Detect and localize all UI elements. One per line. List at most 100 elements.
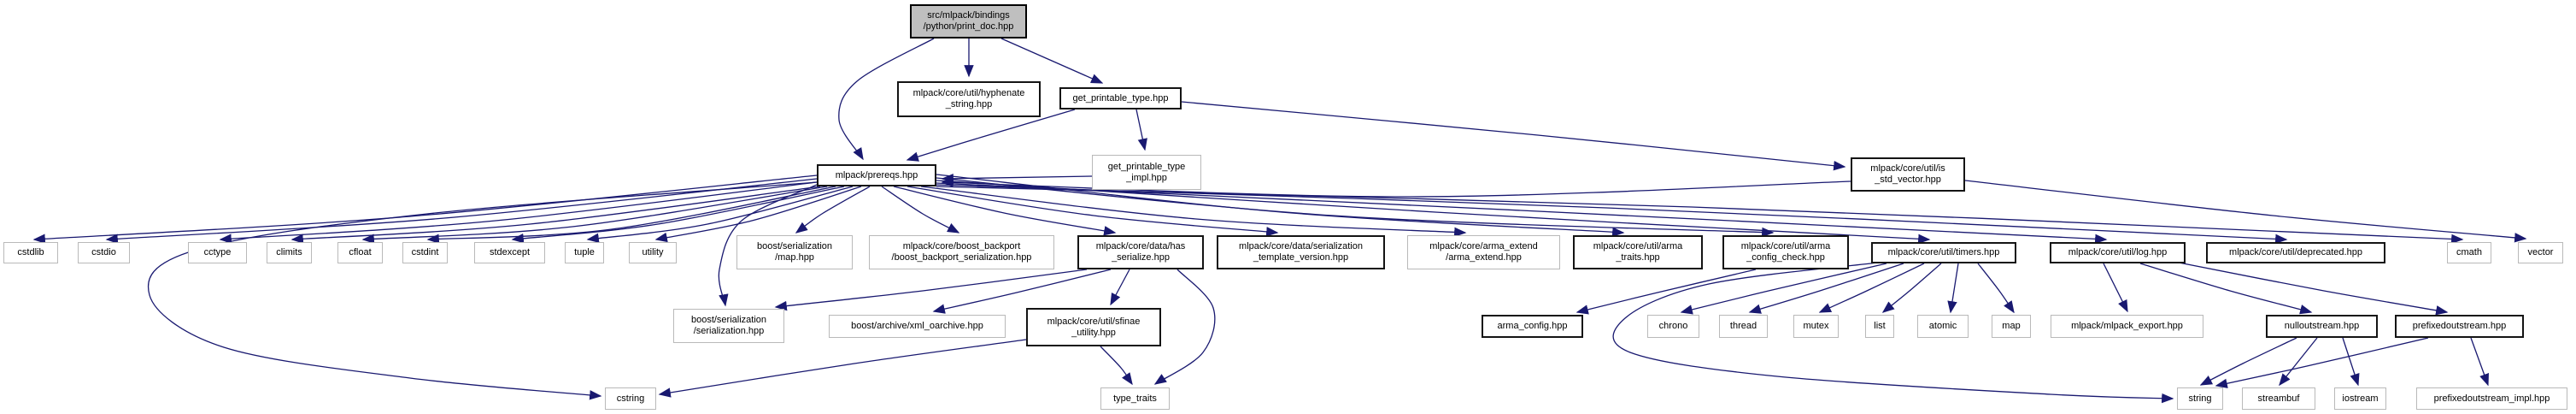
node-label: mlpack/core/util/hyphenate	[912, 88, 1025, 98]
node-label: /boost_backport_serialization.hpp	[891, 252, 1032, 263]
node-label: vector	[2527, 247, 2554, 257]
node-cstdio: cstdio	[78, 242, 130, 263]
node-label: mlpack/core/util/is	[1870, 163, 1945, 174]
node-aconf[interactable]: arma_config.hpp	[1482, 315, 1583, 338]
node-label: /arma_extend.hpp	[1446, 252, 1522, 263]
edge-isv-to-pre	[941, 177, 1851, 198]
node-stv[interactable]: mlpack/core/data/serialization_template_…	[1217, 235, 1385, 269]
node-label: chrono	[1658, 321, 1688, 331]
edge-gpt-to-isv	[1181, 101, 1846, 171]
node-label: mlpack/core/util/arma	[1593, 241, 1683, 251]
edge-root-to-gpt	[1000, 38, 1104, 84]
node-label: boost/serialization	[756, 241, 833, 251]
node-label: _string.hpp	[945, 99, 993, 109]
node-label: string	[2188, 393, 2212, 404]
edge-pre-to-stdexcept	[511, 186, 845, 244]
node-label: mlpack/core/util/arma	[1740, 241, 1831, 251]
node-bsmap: boost/serialization/map.hpp	[736, 235, 853, 269]
node-label: mlpack/core/data/has	[1095, 241, 1186, 251]
node-acc[interactable]: mlpack/core/util/arma_config_check.hpp	[1722, 235, 1849, 269]
edge-acc-to-aconf	[1576, 269, 1757, 315]
node-label: _std_vector.hpp	[1875, 174, 1941, 185]
node-gpti: get_printable_type_impl.hpp	[1092, 155, 1201, 190]
edge-pre-to-backport	[881, 186, 960, 234]
node-label: prefixedoutstream_impl.hpp	[2433, 393, 2550, 404]
node-label: /python/print_doc.hpp	[923, 21, 1014, 32]
edge-timers-to-mutex	[1818, 263, 1925, 313]
node-label: get_printable_type.hpp	[1072, 92, 1169, 104]
node-label: mlpack/core/util/sfinae	[1047, 316, 1141, 327]
node-root: src/mlpack/bindings/python/print_doc.hpp	[910, 4, 1027, 38]
node-utility: utility	[629, 242, 677, 263]
edge-pre-to-climits	[290, 186, 821, 244]
node-mutex: mutex	[1793, 315, 1839, 338]
edge-pre-to-cfloat	[361, 186, 828, 244]
node-map: map	[1992, 315, 2031, 338]
node-sfinae[interactable]: mlpack/core/util/sfinae_utility.hpp	[1026, 308, 1161, 346]
node-label: mlpack/core/util/timers.hpp	[1887, 247, 2000, 257]
node-depr[interactable]: mlpack/core/util/deprecated.hpp	[2206, 242, 2385, 263]
node-label: mlpack/core/arma_extend	[1429, 241, 1538, 251]
node-gpt[interactable]: get_printable_type.hpp	[1059, 87, 1182, 109]
node-label: iostream	[2342, 393, 2379, 404]
node-aext: mlpack/core/arma_extend/arma_extend.hpp	[1407, 235, 1560, 269]
node-label: _traits.hpp	[1616, 252, 1660, 263]
node-label: tuple	[574, 247, 595, 257]
node-stdexcept: stdexcept	[474, 242, 545, 263]
node-string: string	[2177, 387, 2223, 410]
node-atomic: atomic	[1917, 315, 1969, 338]
node-climits: climits	[267, 242, 312, 263]
node-mexp: mlpack/mlpack_export.hpp	[2051, 315, 2203, 338]
node-label: cstdio	[91, 247, 116, 257]
edge-pre-to-aext	[920, 186, 1467, 238]
node-label: get_printable_type	[1107, 161, 1186, 172]
node-label: nulloutstream.hpp	[2284, 321, 2360, 331]
node-label: mutex	[1803, 321, 1829, 331]
edge-hser-to-xmlo	[932, 269, 1112, 314]
node-hy[interactable]: mlpack/core/util/hyphenate_string.hpp	[897, 81, 1041, 117]
node-label: atomic	[1928, 321, 1957, 331]
node-label: type_traits	[1113, 393, 1157, 404]
edge-log-to-nullo	[2139, 263, 2313, 315]
node-label: mlpack/prereqs.hpp	[835, 169, 918, 180]
node-nullo[interactable]: nulloutstream.hpp	[2266, 315, 2378, 338]
node-label: cstdint	[411, 247, 439, 257]
node-prefo[interactable]: prefixedoutstream.hpp	[2395, 315, 2524, 338]
node-iost: iostream	[2334, 387, 2386, 410]
edge-gpt-to-gpti	[1135, 109, 1147, 151]
node-pre[interactable]: mlpack/prereqs.hpp	[817, 164, 936, 186]
node-label: cmath	[2456, 247, 2482, 257]
node-timers[interactable]: mlpack/core/util/timers.hpp	[1871, 242, 2016, 263]
edge-sfinae-to-cstring	[658, 339, 1027, 398]
node-label: boost/archive/xml_oarchive.hpp	[851, 321, 983, 331]
node-chrono: chrono	[1647, 315, 1699, 338]
node-log[interactable]: mlpack/core/util/log.hpp	[2050, 242, 2186, 263]
node-label: arma_config.hpp	[1497, 321, 1568, 331]
node-cfloat: cfloat	[337, 242, 383, 263]
edge-pre-to-stv	[907, 186, 1279, 237]
node-label: utility	[642, 247, 664, 257]
node-label: climits	[276, 247, 302, 257]
node-hser[interactable]: mlpack/core/data/has_serialize.hpp	[1077, 235, 1204, 269]
edge-sfinae-to-ttraits	[1100, 346, 1133, 386]
node-label: mlpack/mlpack_export.hpp	[2071, 321, 2183, 331]
node-label: _template_version.hpp	[1253, 252, 1349, 263]
node-cstdlib: cstdlib	[3, 242, 58, 263]
node-label: /serialization.hpp	[693, 326, 765, 336]
node-label: mlpack/core/util/deprecated.hpp	[2229, 247, 2362, 257]
node-cctype: cctype	[188, 242, 247, 263]
edge-timers-to-map	[1977, 263, 2015, 314]
node-vec: vector	[2518, 242, 2563, 263]
node-atr[interactable]: mlpack/core/util/arma_traits.hpp	[1573, 235, 1703, 269]
edge-nullo-to-sbuf	[2279, 337, 2318, 387]
node-label: mlpack/core/data/serialization	[1239, 241, 1363, 251]
edge-pre-to-bsmap	[795, 186, 871, 234]
node-label: _config_check.hpp	[1746, 252, 1825, 263]
node-cmath: cmath	[2447, 242, 2491, 263]
node-isv[interactable]: mlpack/core/util/is_std_vector.hpp	[1851, 157, 1965, 192]
node-label: _impl.hpp	[1126, 172, 1167, 183]
node-label: _utility.hpp	[1071, 327, 1116, 338]
edge-nullo-to-string	[2199, 337, 2297, 386]
node-sbuf: streambuf	[2242, 387, 2315, 410]
